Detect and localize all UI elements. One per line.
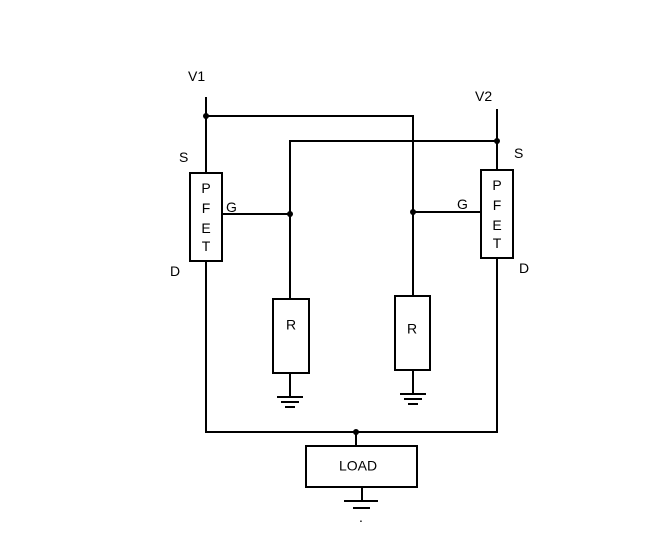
supply-label-v1: V1: [188, 68, 205, 84]
junction-dot: [287, 211, 293, 217]
pfet-right-body: [480, 169, 514, 259]
pfet-right-letter-t: T: [493, 235, 502, 251]
pfet-left-drain-label: D: [170, 263, 180, 279]
pfet-left-source-label: S: [179, 149, 188, 165]
resistor-right-label: R: [407, 321, 417, 337]
pfet-left-gate-label: G: [226, 199, 237, 215]
load-block: LOAD: [305, 445, 418, 488]
ground-icon: [344, 500, 378, 509]
resistor-left: R: [272, 298, 310, 374]
pfet-left-body: [189, 172, 223, 262]
junction-dot: [203, 113, 209, 119]
resistor-right: R: [394, 295, 431, 371]
resistor-left-label: R: [286, 317, 296, 333]
pfet-right-letter-e: E: [492, 217, 501, 233]
pfet-left: P F E T: [189, 172, 223, 262]
wire-drain-bus: [205, 258, 498, 433]
junction-dot: [494, 138, 500, 144]
ground-icon: [277, 373, 303, 408]
pfet-left-letter-f: F: [202, 200, 211, 216]
pfet-left-letter-e: E: [201, 220, 210, 236]
junction-dot: [410, 209, 416, 215]
load-label: LOAD: [339, 458, 377, 474]
ground-icon: [400, 370, 426, 405]
pfet-right-source-label: S: [514, 145, 523, 161]
pfet-left-letter-t: T: [202, 238, 211, 254]
wire-v2-to-r1: [289, 140, 497, 299]
resistor-right-body: [394, 295, 431, 371]
pfet-left-letter-p: P: [201, 180, 210, 196]
load-body: [305, 445, 418, 488]
supply-label-v2: V2: [475, 88, 492, 104]
pfet-right-letter-f: F: [493, 197, 502, 213]
pfet-right-letter-p: P: [492, 177, 501, 193]
wire-v1-to-r2: [206, 115, 414, 296]
pfet-right-drain-label: D: [519, 260, 529, 276]
pfet-right-gate-label: G: [457, 196, 468, 212]
resistor-left-body: [272, 298, 310, 374]
junction-dot: [353, 429, 359, 435]
ground-dot-mark: .: [359, 509, 363, 525]
pfet-right: P F E T: [480, 169, 514, 259]
